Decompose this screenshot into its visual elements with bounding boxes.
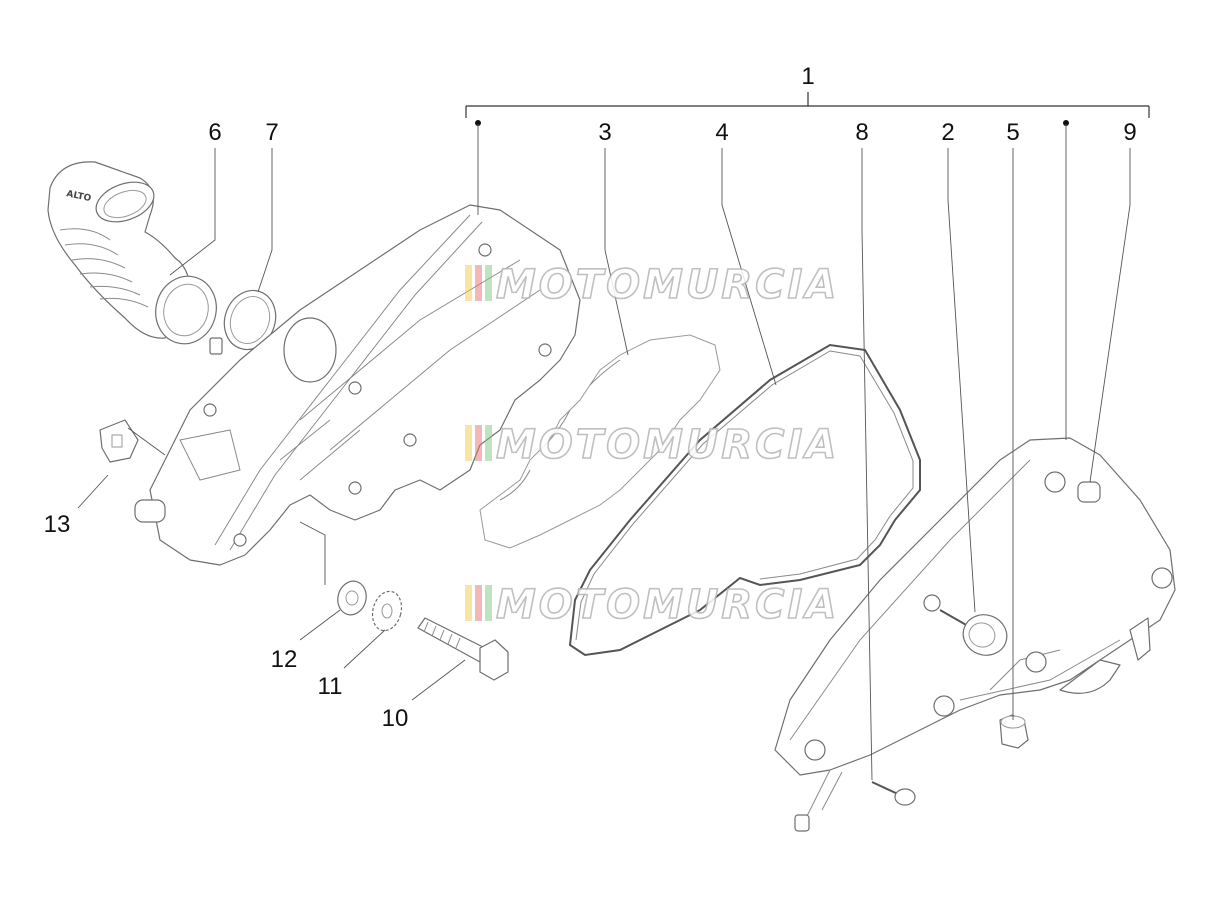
- assembly-bracket: [465, 92, 1150, 126]
- rubber-bushing: [999, 714, 1029, 749]
- self-tapping-screw: [871, 781, 916, 806]
- callout-1: 1: [801, 63, 814, 90]
- callout-6: 6: [208, 119, 221, 146]
- callout-3: 3: [598, 119, 611, 146]
- callout-8: 8: [855, 119, 868, 146]
- assembly-marker-dot: [1063, 120, 1069, 126]
- watermark-text: MOTOMURCIA: [496, 422, 839, 468]
- housing-gasket: [568, 343, 921, 657]
- callout-10: 10: [382, 705, 409, 732]
- callout-2: 2: [941, 119, 954, 146]
- callout-7: 7: [265, 119, 278, 146]
- callout-9: 9: [1123, 119, 1136, 146]
- callout-4: 4: [715, 119, 728, 146]
- toothed-lock-washer: [371, 590, 403, 632]
- leader-lines: [77, 124, 1131, 781]
- hex-bolt: [417, 617, 509, 681]
- air-filter-housing: [134, 204, 581, 566]
- intake-hose: ALTO: [47, 161, 217, 345]
- watermark-text: MOTOMURCIA: [496, 262, 839, 308]
- watermark-text: MOTOMURCIA: [496, 582, 839, 628]
- cover-knob: [939, 609, 1008, 656]
- watermark-logo: MOTOMURCIA: [465, 261, 839, 309]
- watermark: MOTOMURCIA MOTOMURCIA MOTOMURCIA: [465, 261, 839, 629]
- watermark-logo: MOTOMURCIA: [465, 421, 839, 469]
- clip-nut: [99, 419, 139, 463]
- assembly-marker-dot: [475, 120, 481, 126]
- watermark-logo: MOTOMURCIA: [465, 581, 839, 629]
- callout-11: 11: [318, 673, 343, 700]
- hose-clamp: [209, 289, 277, 355]
- callout-labels: 1 2 3 4 5 6 7 8 9 10 11 12 13: [44, 63, 1137, 732]
- filter-element: [479, 334, 721, 549]
- callout-12: 12: [271, 646, 298, 673]
- callout-13: 13: [44, 511, 71, 538]
- flat-washer: [337, 580, 367, 616]
- callout-5: 5: [1006, 119, 1019, 146]
